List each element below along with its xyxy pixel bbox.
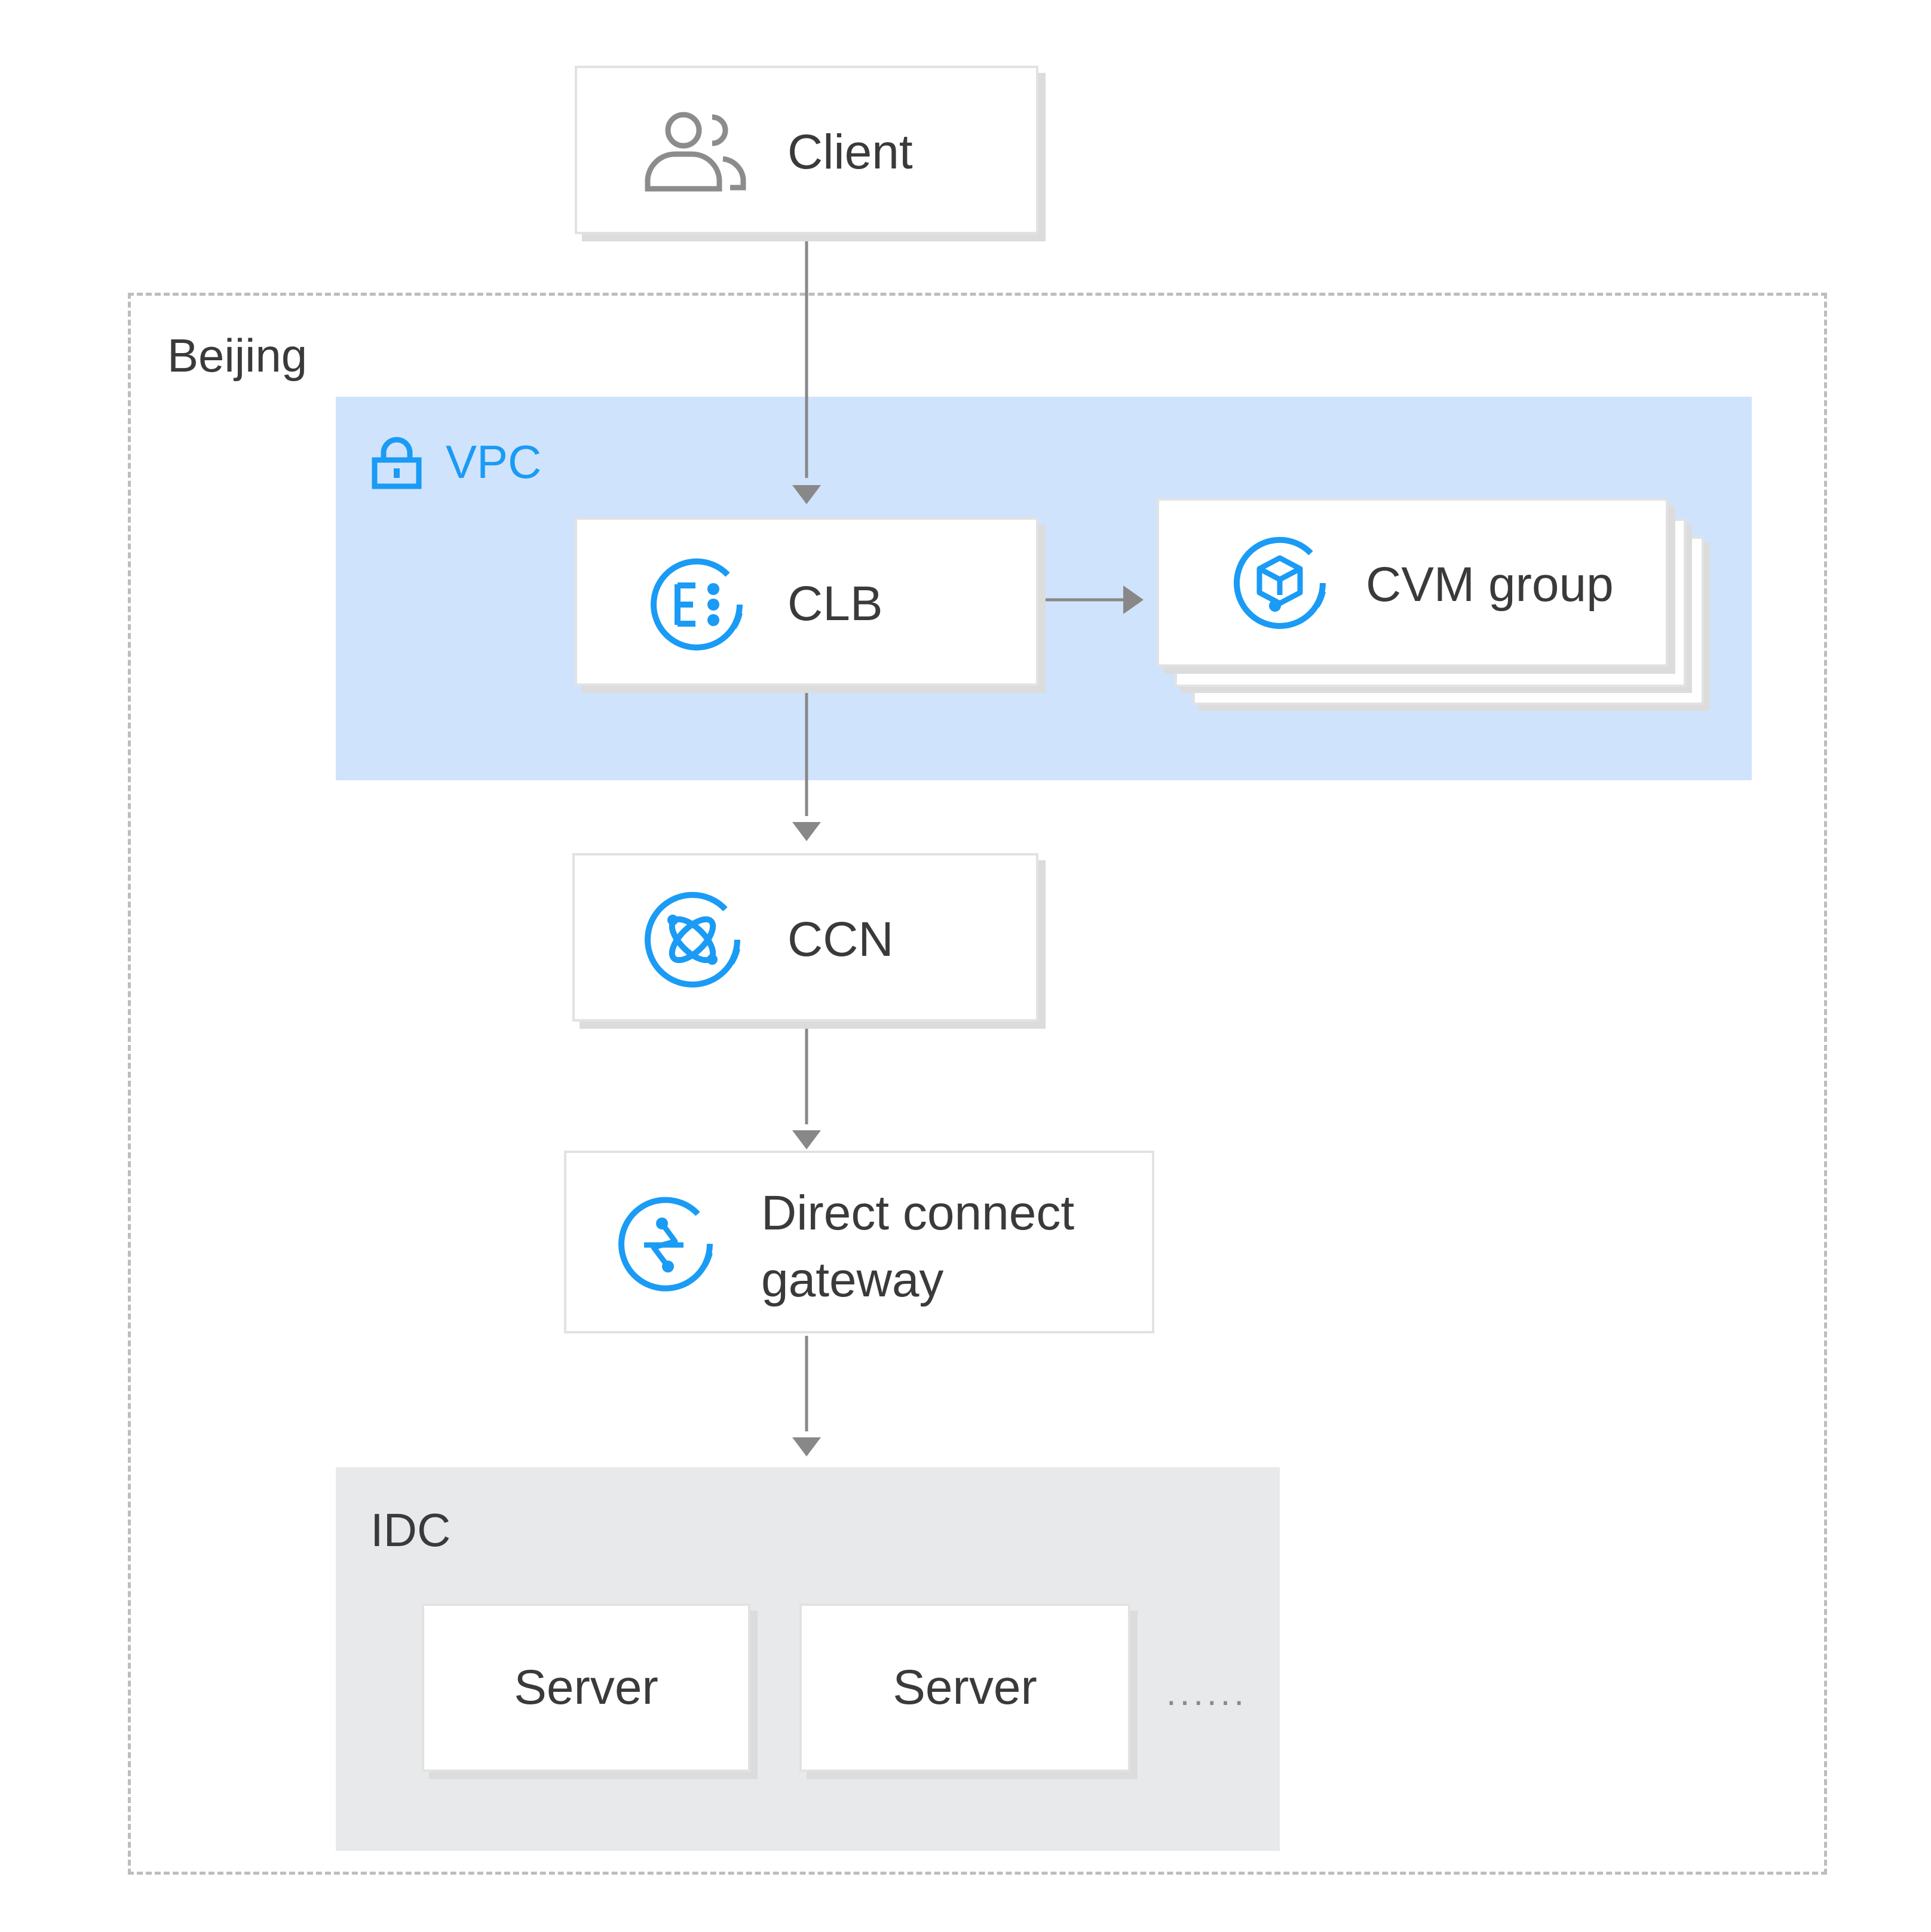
lock-icon (372, 437, 422, 489)
beijing-region-label: Beijing (167, 329, 308, 382)
client-node: Client (575, 66, 1038, 234)
server-node-1: Server (422, 1603, 750, 1772)
load-balancer-icon (651, 558, 743, 651)
server-label-1: Server (514, 1660, 658, 1715)
client-label: Client (787, 125, 913, 179)
direct-connect-gateway-label-line2: gateway (761, 1253, 944, 1307)
cube-icon (1234, 536, 1326, 629)
lightning-link-icon (618, 1197, 713, 1292)
network-atom-icon (645, 892, 740, 988)
cvm-group-label: CVM group (1366, 557, 1614, 612)
direct-connect-gateway-label-line1: Direct connect (761, 1186, 1075, 1240)
cvm-group-node: CVM group (1157, 498, 1668, 667)
clb-node: CLB (575, 517, 1038, 686)
direct-connect-gateway-node: Direct connect gateway (564, 1151, 1154, 1333)
beijing-region (128, 293, 1827, 1875)
arrowhead-ccn (792, 822, 821, 841)
arrowhead-clb (792, 485, 821, 504)
ccn-label: CCN (787, 912, 894, 967)
clb-label: CLB (787, 576, 883, 631)
vpc-region-label: VPC (446, 436, 542, 488)
users-icon (645, 112, 746, 192)
arrowhead-gateway (792, 1130, 821, 1149)
more-servers-ellipsis: ...... (1166, 1673, 1248, 1713)
arrowhead-cvm (1123, 585, 1144, 614)
ccn-node: CCN (572, 853, 1038, 1022)
server-label-2: Server (893, 1660, 1037, 1715)
arrowhead-idc (792, 1437, 821, 1456)
server-node-2: Server (799, 1603, 1130, 1772)
idc-region-label: IDC (370, 1504, 451, 1556)
